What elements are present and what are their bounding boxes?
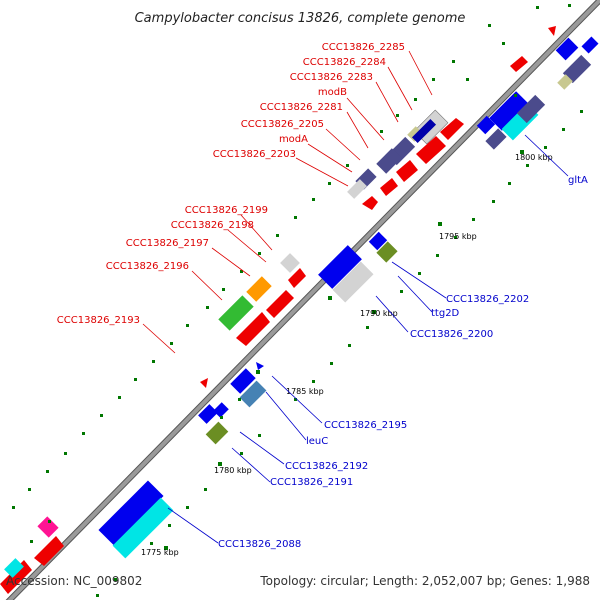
gene-modA[interactable] (362, 196, 378, 210)
gene-modB[interactable] (376, 148, 402, 174)
label-gltA[interactable]: gltA (568, 175, 588, 186)
gene-arrow-b[interactable] (416, 136, 446, 164)
label-ccc2197[interactable]: CCC13826_2197 (126, 238, 209, 249)
accession-text: Accession: NC_009802 (6, 574, 143, 588)
gene-arrow-f[interactable] (34, 536, 64, 566)
gene-ccc2200[interactable] (332, 261, 374, 303)
blue-leaders (167, 134, 569, 544)
gene-ccc2088[interactable] (98, 480, 164, 546)
map-title: Campylobacter concisus 13826, complete g… (135, 11, 466, 26)
label-ccc2088[interactable]: CCC13826_2088 (218, 539, 301, 550)
ticks (12, 4, 583, 597)
gene-navy-b[interactable] (516, 94, 546, 124)
gene-blue-tiny[interactable] (256, 362, 264, 370)
gene-navy-a[interactable] (562, 54, 592, 84)
reverse-strand-genes (98, 36, 599, 559)
gene-gltA[interactable] (489, 91, 529, 131)
gene-arrow-e[interactable] (266, 290, 294, 318)
gene-ccc2203[interactable] (380, 178, 398, 196)
label-ccc2195[interactable]: CCC13826_2195 (324, 420, 407, 431)
gene-ttg2D[interactable] (376, 241, 398, 263)
gene-arrow-g[interactable] (0, 560, 32, 594)
gene-navy-c[interactable] (485, 128, 507, 150)
label-ccc2192[interactable]: CCC13826_2192 (285, 461, 368, 472)
gene-ccc2192[interactable] (198, 404, 218, 424)
gene-ccc2198[interactable] (288, 268, 306, 288)
label-ccc2193[interactable]: CCC13826_2193 (57, 315, 140, 326)
gene-arrow-a[interactable] (396, 160, 418, 182)
label-ccc2205[interactable]: CCC13826_2205 (241, 119, 324, 130)
tick-label-1780: 1780 kbp (214, 466, 252, 475)
topology-text: Topology: circular; Length: 2,052,007 bp… (260, 574, 590, 588)
label-leuC[interactable]: leuC (306, 436, 328, 447)
gene-red-top[interactable] (548, 26, 556, 36)
gene-cyan-c[interactable] (112, 497, 174, 559)
tick-label-1795: 1795 kbp (439, 232, 477, 241)
tick-label-1775: 1775 kbp (141, 548, 179, 557)
gene-blue-d[interactable] (368, 231, 388, 251)
label-ccc2200[interactable]: CCC13826_2200 (410, 329, 493, 340)
gene-ccc2193[interactable] (200, 378, 208, 388)
gene-arrow-c[interactable] (440, 118, 464, 140)
forward-strand-genes (0, 26, 556, 594)
gene-ccc2191[interactable] (205, 421, 229, 445)
label-ccc2199[interactable]: CCC13826_2199 (185, 205, 268, 216)
gene-ccc2196[interactable] (218, 295, 254, 331)
gene-khaki-b[interactable] (557, 74, 573, 90)
gene-red-top-b[interactable] (510, 56, 528, 72)
gene-blue-a[interactable] (555, 37, 579, 61)
gene-ccc2202[interactable] (318, 245, 362, 289)
label-ttg2D[interactable]: ttg2D (431, 308, 460, 319)
gene-blue-e[interactable] (213, 402, 229, 418)
gene-blue-b[interactable] (581, 36, 599, 54)
tick-label-1790: 1790 kbp (360, 309, 398, 318)
gene-cyan-left[interactable] (4, 558, 24, 578)
label-ccc2284[interactable]: CCC13826_2284 (303, 57, 386, 68)
gene-ccc2284[interactable] (407, 126, 423, 142)
gene-pink[interactable] (37, 516, 59, 538)
gene-dark-blue-a[interactable] (411, 118, 437, 144)
label-modA[interactable]: modA (279, 134, 308, 145)
label-ccc2203[interactable]: CCC13826_2203 (213, 149, 296, 160)
label-ccc2202[interactable]: CCC13826_2202 (446, 294, 529, 305)
red-leaders (142, 50, 433, 354)
gene-ccc2197[interactable] (246, 276, 272, 302)
gene-blue-c[interactable] (476, 115, 496, 135)
label-ccc2198[interactable]: CCC13826_2198 (171, 220, 254, 231)
label-ccc2196[interactable]: CCC13826_2196 (106, 261, 189, 272)
gene-ccc2199[interactable] (280, 253, 300, 273)
gene-leuC[interactable] (230, 368, 256, 394)
gene-ccc2205[interactable] (347, 179, 367, 199)
tick-label-1785: 1785 kbp (286, 387, 324, 396)
gene-arrow-d[interactable] (236, 312, 270, 346)
label-ccc2281[interactable]: CCC13826_2281 (260, 102, 343, 113)
gene-ccc2195[interactable] (239, 380, 267, 408)
tick-label-1800: 1800 kbp (515, 153, 553, 162)
label-modB[interactable]: modB (318, 87, 347, 98)
label-ccc2191[interactable]: CCC13826_2191 (270, 477, 353, 488)
label-ccc2283[interactable]: CCC13826_2283 (290, 72, 373, 83)
label-ccc2285[interactable]: CCC13826_2285 (322, 42, 405, 53)
